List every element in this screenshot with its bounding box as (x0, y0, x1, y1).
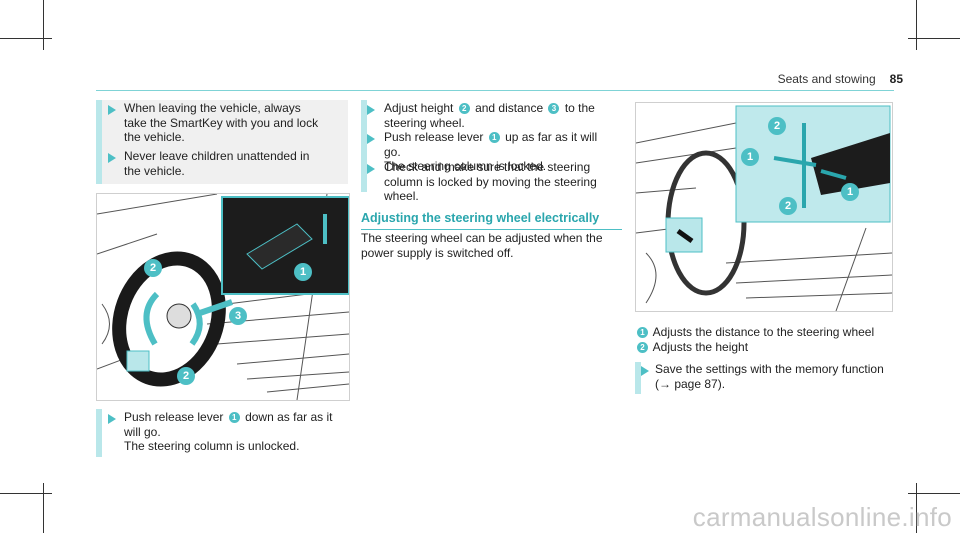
callout-1: 1 (841, 183, 859, 201)
callout-2: 2 (768, 117, 786, 135)
steering-illustration (97, 194, 349, 400)
header-section: Seats and stowing (777, 72, 876, 86)
bullet-icon (641, 366, 649, 376)
bullet-icon (367, 164, 375, 174)
step-text: Adjust height 2 and distance 3 to the st… (384, 101, 595, 130)
step-text: Push release lever 1 up as far as it wil… (384, 130, 598, 173)
bullet-icon (367, 105, 375, 115)
steering-electric-illustration (636, 105, 892, 311)
crop-mark (908, 38, 960, 39)
step-bar (635, 362, 641, 394)
bullet-icon (108, 105, 116, 115)
paragraph: The steering wheel can be adjusted when … (361, 231, 603, 260)
callout-3: 3 (229, 307, 247, 325)
note-bar (96, 100, 102, 184)
crop-mark (916, 0, 917, 50)
note-box (96, 100, 348, 184)
steering-column-figure (96, 193, 350, 401)
callout-1: 1 (294, 263, 312, 281)
running-header: Seats and stowing 85 (778, 72, 903, 86)
step-bar (361, 100, 367, 192)
crop-mark (43, 0, 44, 50)
crop-mark (0, 493, 52, 494)
crop-mark (916, 483, 917, 533)
callout-2: 2 (177, 367, 195, 385)
step-text: Save the settings with the memory functi… (655, 362, 884, 391)
bullet-icon (108, 153, 116, 163)
electric-steering-figure (635, 102, 893, 312)
callout-2: 2 (144, 259, 162, 277)
watermark: carmanualsonline.info (692, 502, 952, 532)
legend-item: 2 Adjusts the height (635, 340, 895, 355)
step-text: Push release lever 1 down as far as it w… (124, 410, 333, 453)
crop-mark (43, 483, 44, 533)
header-rule (96, 90, 894, 91)
section-rule (361, 229, 622, 230)
note-text: When leaving the vehicle, always take th… (124, 101, 319, 144)
crop-mark (908, 493, 960, 494)
callout-1: 1 (741, 148, 759, 166)
crop-mark (0, 38, 52, 39)
step-bar (96, 409, 102, 457)
page-number: 85 (889, 72, 903, 86)
note-text: Never leave children unattended in the v… (124, 149, 310, 178)
bullet-icon (367, 134, 375, 144)
bullet-icon (108, 414, 116, 424)
step-text: Check and make sure that the steering co… (384, 160, 597, 203)
callout-2: 2 (779, 197, 797, 215)
section-title: Adjusting the steering wheel electricall… (361, 211, 600, 225)
legend-item: 1 Adjusts the distance to the steering w… (635, 325, 895, 340)
